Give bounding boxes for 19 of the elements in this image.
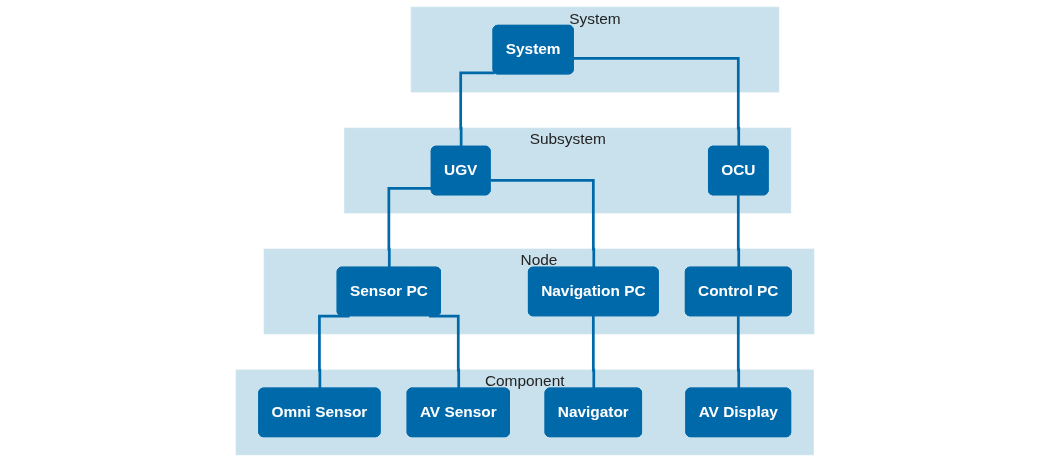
process-box: Omni Sensor xyxy=(258,387,381,438)
connector xyxy=(736,193,741,268)
connector xyxy=(429,314,461,389)
connector xyxy=(591,314,596,389)
connector xyxy=(318,314,350,389)
process-box: Control PC xyxy=(684,266,792,317)
process-box: OCU xyxy=(708,145,769,196)
process-box: Sensor PC xyxy=(336,266,441,317)
process-box: UGV xyxy=(430,145,491,196)
connector xyxy=(387,186,432,268)
process-box: AV Sensor xyxy=(406,387,510,438)
process-box: Navigation PC xyxy=(528,266,659,317)
connector xyxy=(736,314,741,389)
process-box: AV Display xyxy=(685,387,792,438)
connector xyxy=(459,71,495,147)
connector xyxy=(573,56,741,147)
process-box: Navigator xyxy=(544,387,642,438)
connector xyxy=(490,179,596,268)
process-box: System xyxy=(492,24,574,75)
